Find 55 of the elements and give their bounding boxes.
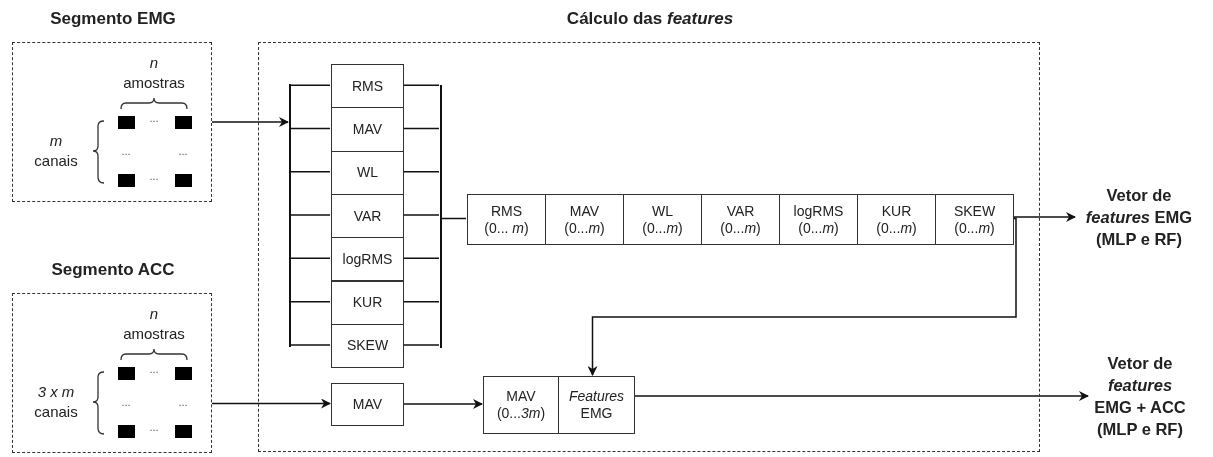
connector-line	[402, 84, 440, 86]
arrow	[587, 217, 1017, 376]
ellipsis-mark: ...	[177, 397, 189, 408]
feature-box: RMS (0... m)	[467, 194, 546, 245]
feature-box: MAV	[331, 383, 404, 426]
output-label: Vetor de features EMG + ACC (MLP e RF)	[1088, 346, 1192, 446]
ellipsis-mark: ...	[148, 422, 160, 433]
section-title: Cálculo das features	[565, 9, 735, 29]
samples-label: n amostras	[122, 304, 186, 344]
connector-line	[402, 257, 440, 260]
arrow	[402, 399, 483, 409]
connector-line	[440, 217, 467, 220]
feature-box: WL (0...m)	[623, 194, 702, 245]
feature-box: RMS	[331, 64, 404, 109]
feature-box: logRMS (0...m)	[779, 194, 858, 245]
feature-box: MAV	[331, 107, 404, 152]
connector-line	[289, 300, 331, 303]
connector-line	[289, 171, 331, 173]
arrow	[211, 117, 289, 127]
section-title: Segmento ACC	[50, 260, 176, 280]
connector-line	[289, 257, 331, 260]
connector-line	[402, 171, 440, 173]
connector-line	[289, 127, 331, 130]
feature-box: SKEW (0...m)	[935, 194, 1014, 245]
feature-box: KUR	[331, 280, 404, 325]
ellipsis-mark: ...	[148, 364, 160, 375]
feature-box: MAV (0...3m)	[483, 376, 559, 434]
arrow	[211, 398, 331, 409]
connector-line	[289, 84, 331, 86]
ellipsis-mark: ...	[120, 397, 132, 408]
feature-box: VAR	[331, 193, 404, 239]
ellipsis-mark: ...	[177, 146, 189, 157]
arrow	[1012, 212, 1076, 222]
output-label: Vetor de features EMG (MLP e RF)	[1075, 181, 1203, 253]
arrow	[633, 391, 1089, 401]
feature-box: KUR (0...m)	[857, 194, 936, 245]
feature-box: VAR (0...m)	[701, 194, 780, 245]
ellipsis-mark: ...	[148, 171, 160, 182]
connector-line	[402, 214, 440, 216]
ellipsis-mark: ...	[120, 146, 132, 157]
connector-line	[402, 300, 440, 303]
ellipsis-mark: ...	[148, 113, 160, 124]
channels-label: 3 x m canais	[33, 382, 79, 422]
feature-box: MAV (0...m)	[545, 194, 624, 245]
samples-label: n amostras	[122, 53, 186, 93]
connector-line	[402, 127, 440, 130]
feature-box: SKEW	[331, 323, 404, 369]
connector-line	[289, 344, 331, 346]
channels-label: m canais	[33, 131, 79, 171]
connector-line	[402, 344, 440, 346]
feature-box: WL	[331, 150, 404, 195]
feature-box: Features EMG	[558, 376, 635, 434]
section-title: Segmento EMG	[49, 9, 177, 29]
feature-box: logRMS	[331, 237, 404, 282]
connector-line	[289, 214, 331, 216]
